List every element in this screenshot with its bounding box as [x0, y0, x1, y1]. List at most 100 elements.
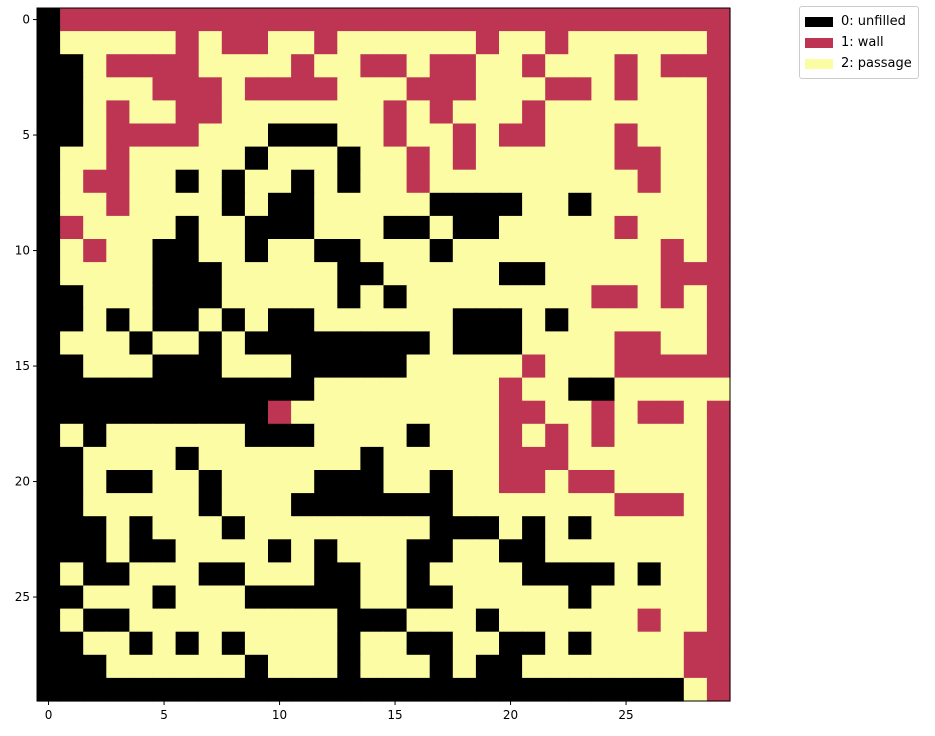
heatmap-cell	[37, 354, 61, 379]
heatmap-cell	[60, 285, 84, 309]
heatmap-cell	[429, 562, 454, 587]
heatmap-cell	[499, 400, 523, 425]
heatmap-cell	[591, 331, 616, 356]
heatmap-cell	[337, 308, 361, 332]
heatmap-cell	[522, 446, 546, 471]
heatmap-cell	[337, 331, 361, 356]
heatmap-cell	[660, 123, 685, 148]
heatmap-cell	[614, 470, 639, 494]
heatmap-cell	[522, 262, 546, 286]
heatmap-cell	[268, 215, 292, 240]
heatmap-cell	[175, 631, 200, 656]
heatmap-cell	[383, 677, 408, 702]
heatmap-cell	[568, 585, 592, 610]
heatmap-cell	[545, 54, 569, 78]
heatmap-cell	[291, 192, 315, 217]
heatmap-cell	[106, 215, 130, 240]
heatmap-cell	[545, 192, 569, 217]
y-tick-label: 0	[22, 13, 30, 27]
heatmap-cell	[60, 654, 84, 679]
heatmap-cell	[198, 654, 223, 679]
heatmap-cell	[83, 377, 107, 402]
heatmap-cell	[406, 331, 431, 356]
heatmap-cell	[152, 631, 177, 656]
heatmap-cell	[106, 654, 130, 679]
heatmap-cell	[614, 446, 639, 471]
y-tick-label: 10	[15, 244, 30, 258]
heatmap-cell	[660, 446, 685, 471]
heatmap-cell	[291, 215, 315, 240]
heatmap-cell	[106, 493, 130, 517]
heatmap-cell	[637, 585, 662, 610]
heatmap-cell	[60, 192, 84, 217]
heatmap-cell	[660, 539, 685, 563]
heatmap-cell	[545, 31, 569, 55]
heatmap-cell	[198, 539, 223, 563]
heatmap-cell	[83, 493, 107, 517]
heatmap-cell	[37, 516, 61, 540]
heatmap-cell	[406, 262, 431, 286]
heatmap-cell	[522, 677, 546, 702]
heatmap-cell	[706, 423, 731, 448]
heatmap-cell	[221, 631, 246, 656]
heatmap-cell	[337, 446, 361, 471]
heatmap-cell	[499, 215, 523, 240]
heatmap-cell	[683, 400, 708, 425]
heatmap-cell	[591, 354, 616, 379]
heatmap-cell	[268, 493, 292, 517]
legend-label-passage: 2: passage	[841, 56, 912, 71]
heatmap-cell	[406, 470, 431, 494]
heatmap-cell	[83, 331, 107, 356]
heatmap-cell	[383, 54, 408, 78]
heatmap-cell	[637, 77, 662, 101]
heatmap-cell	[152, 516, 177, 540]
heatmap-cell	[660, 654, 685, 679]
heatmap-cell	[106, 423, 130, 448]
heatmap-cell	[475, 54, 500, 78]
heatmap-cell	[545, 446, 569, 471]
heatmap-cell	[360, 285, 385, 309]
heatmap-cell	[660, 215, 685, 240]
heatmap-cell	[291, 54, 315, 78]
legend-item-passage: 2: passage	[805, 53, 912, 74]
heatmap-cell	[383, 516, 408, 540]
heatmap-cell	[268, 77, 292, 101]
heatmap-cell	[360, 516, 385, 540]
y-tick-label: 20	[15, 475, 30, 489]
heatmap-cell	[683, 54, 708, 78]
heatmap-cell	[152, 31, 177, 55]
heatmap-cell	[429, 539, 454, 563]
heatmap-cell	[406, 677, 431, 702]
heatmap-cell	[37, 677, 61, 702]
heatmap-cell	[37, 262, 61, 286]
heatmap-cell	[429, 308, 454, 332]
heatmap-cell	[499, 354, 523, 379]
heatmap-cell	[406, 31, 431, 55]
heatmap-cell	[244, 331, 269, 356]
heatmap-cell	[60, 331, 84, 356]
heatmap-cell	[383, 654, 408, 679]
heatmap-cell	[637, 146, 662, 171]
heatmap-cell	[60, 354, 84, 379]
heatmap-cell	[406, 516, 431, 540]
heatmap-cell	[175, 516, 200, 540]
heatmap-cell	[545, 100, 569, 125]
heatmap-cell	[591, 539, 616, 563]
heatmap-cell	[268, 354, 292, 379]
legend-item-unfilled: 0: unfilled	[805, 11, 912, 32]
heatmap-cell	[268, 123, 292, 148]
heatmap-cell	[106, 285, 130, 309]
heatmap-cell	[268, 539, 292, 563]
heatmap-cell	[60, 585, 84, 610]
heatmap-cell	[706, 631, 731, 656]
heatmap-cell	[545, 146, 569, 171]
heatmap-cell	[383, 331, 408, 356]
heatmap-cell	[545, 423, 569, 448]
heatmap-cell	[83, 423, 107, 448]
legend-label-unfilled: 0: unfilled	[841, 14, 906, 29]
heatmap-cell	[268, 262, 292, 286]
heatmap-cell	[360, 77, 385, 101]
heatmap-cell	[683, 123, 708, 148]
heatmap-cell	[637, 100, 662, 125]
